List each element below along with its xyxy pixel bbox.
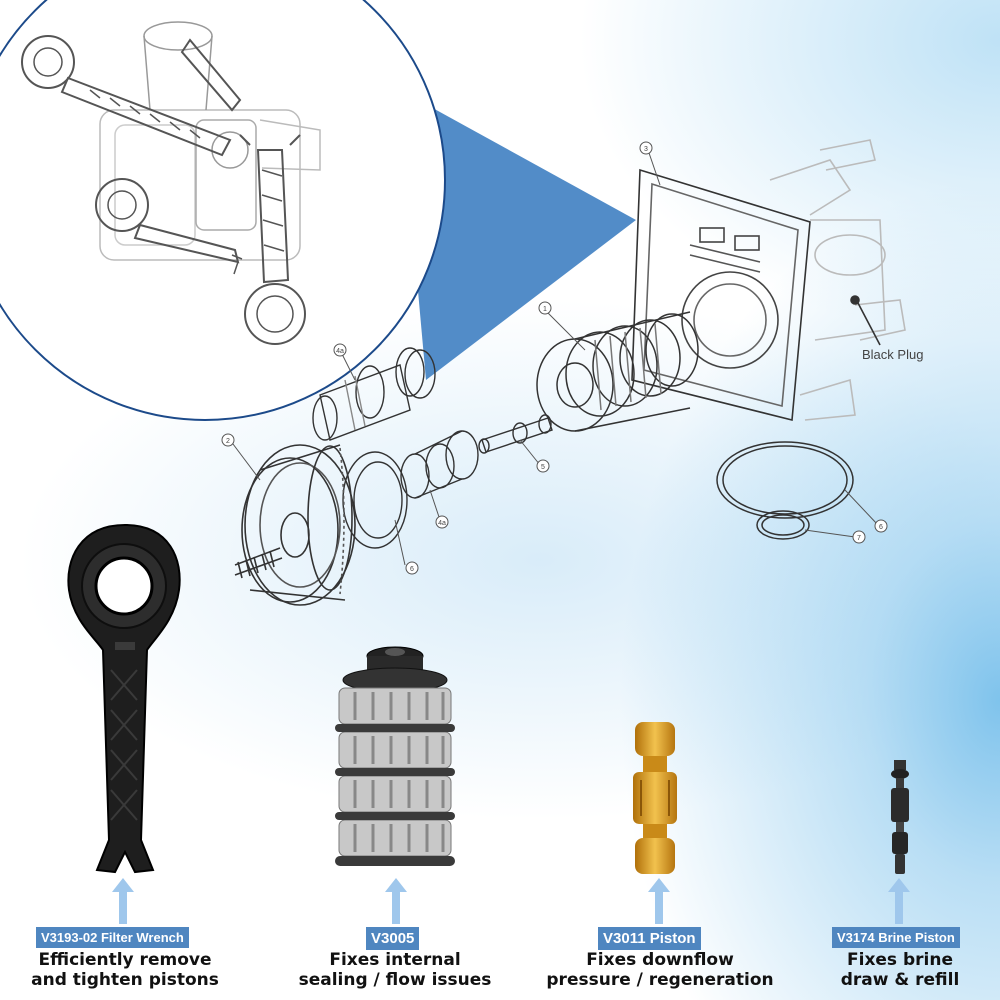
part-number-text: 2 xyxy=(226,438,230,445)
product-label-v3011: V3011 Piston xyxy=(598,927,701,950)
desc-line: Efficiently remove xyxy=(38,950,212,970)
part-number-bubble xyxy=(538,301,552,315)
filter-wrench-image xyxy=(67,523,181,874)
up-arrow-icon xyxy=(385,878,407,924)
black-plug-label: Black Plug xyxy=(862,347,924,362)
product-desc-filter-wrench: Efficiently remove and tighten pistons xyxy=(20,950,230,990)
part-number-bubble xyxy=(405,561,419,575)
piston-drawing-middle xyxy=(342,430,479,549)
product-label-filter-wrench: V3193-02 Filter Wrench xyxy=(36,927,189,948)
up-arrow-icon xyxy=(888,878,910,924)
desc-line: and tighten pistons xyxy=(31,970,219,990)
part-number-text: 3 xyxy=(644,146,648,153)
piston-drawing-upper xyxy=(312,347,436,441)
v3174-brine-piston-image xyxy=(891,760,909,874)
zoom-callout-wedge xyxy=(400,90,636,380)
product-label-v3174: V3174 Brine Piston xyxy=(832,927,960,948)
desc-line: sealing / flow issues xyxy=(298,970,492,990)
part-number-bubble xyxy=(221,433,235,447)
v3011-piston-image xyxy=(633,722,677,874)
desc-line: Fixes internal xyxy=(329,950,461,970)
brine-piston-drawing xyxy=(478,414,553,454)
part-number-text: 6 xyxy=(410,566,414,573)
part-number-bubble xyxy=(639,141,653,155)
part-number-bubbles: 3 1 4a 5 2 6 4a 6 7 xyxy=(221,141,888,575)
up-arrow-icon xyxy=(112,878,134,924)
product-desc-v3005: Fixes internal sealing / flow issues xyxy=(290,950,500,990)
desc-line: draw & refill xyxy=(840,970,960,990)
o-ring-drawing xyxy=(716,441,854,540)
part-number-bubble xyxy=(852,530,866,544)
part-number-text: 7 xyxy=(857,535,861,542)
desc-line: pressure / regeneration xyxy=(546,970,774,990)
part-number-text: 5 xyxy=(541,464,545,471)
part-number-bubble xyxy=(333,343,347,357)
zoom-circle xyxy=(0,0,446,421)
valve-face-plate xyxy=(631,139,906,422)
product-desc-v3174: Fixes brine draw & refill xyxy=(800,950,1000,990)
part-number-bubble xyxy=(536,459,550,473)
spacer-stack-drawing xyxy=(536,311,699,432)
part-number-text: 4a xyxy=(336,348,344,355)
desc-line: Fixes downflow xyxy=(586,950,734,970)
part-number-text: 1 xyxy=(543,306,547,313)
part-number-text: 6 xyxy=(879,524,883,531)
desc-line: Fixes brine xyxy=(847,950,953,970)
wrench-usage-illustration xyxy=(21,21,321,345)
part-number-text: 4a xyxy=(438,520,446,527)
product-label-v3005: V3005 xyxy=(366,927,420,950)
product-desc-v3011: Fixes downflow pressure / regeneration xyxy=(545,950,775,990)
part-number-bubble xyxy=(874,519,888,533)
v3005-cartridge-image xyxy=(335,646,455,866)
part-number-bubble xyxy=(435,515,449,529)
up-arrow-icon xyxy=(648,878,670,924)
drive-gear-drawing xyxy=(234,444,356,606)
